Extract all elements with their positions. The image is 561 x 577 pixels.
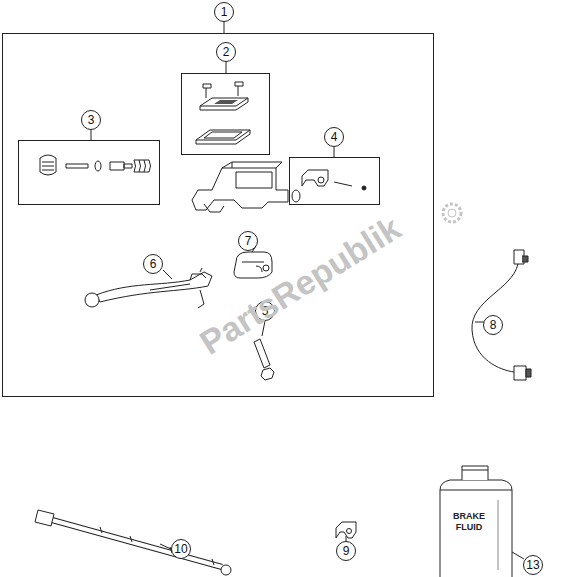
callout-number: 8 [483,315,503,335]
callout-number: 7 [238,231,258,251]
part-group-box: 4 [289,157,380,205]
callout-number: 4 [324,127,344,147]
callout-number: 1 [214,2,234,22]
container-label: BRAKE FLUID [449,511,489,533]
callout-number: 9 [336,541,356,561]
callout-number: 3 [81,110,101,130]
callout-number: 6 [143,254,163,274]
callout-number: 10 [171,539,191,559]
watermark: PartsRepublik [193,208,408,362]
part-group-box: 3 [18,140,160,205]
callout-number: 2 [216,42,236,62]
callout-number: 13 [523,555,543,575]
part-group-box: 2 [181,73,270,155]
